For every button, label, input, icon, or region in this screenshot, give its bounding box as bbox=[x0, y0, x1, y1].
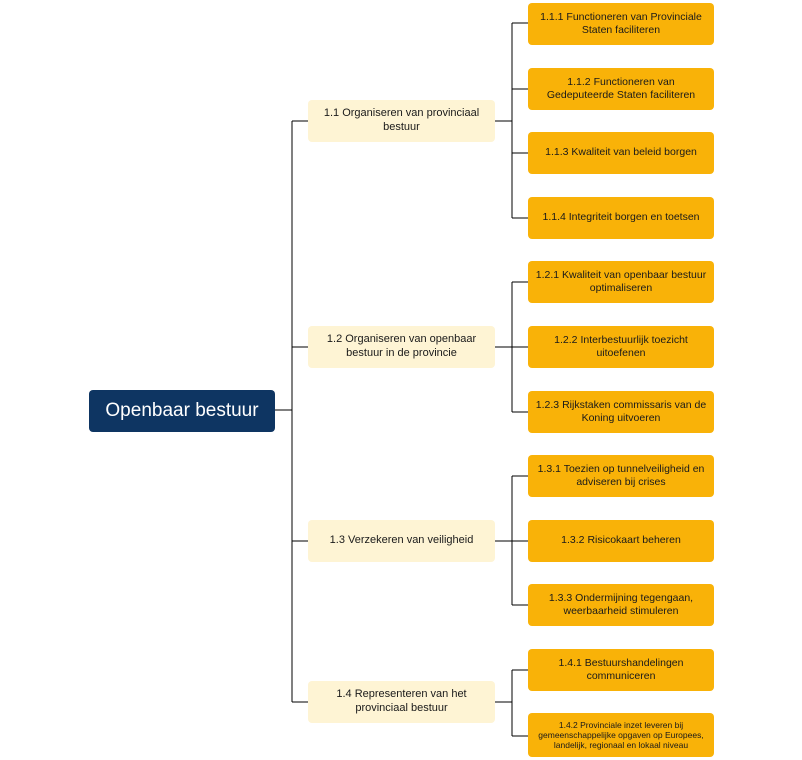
group-node-1-2: 1.2 Organiseren van openbaar bestuur in … bbox=[308, 326, 495, 368]
item-node-1-2-2: 1.2.2 Interbestuurlijk toezicht uitoefen… bbox=[528, 326, 714, 368]
item-label: 1.1.1 Functioneren van Provinciale State… bbox=[540, 10, 702, 36]
item-label: 1.4.1 Bestuurshandelingen communiceren bbox=[558, 656, 684, 682]
item-label: 1.1.2 Functioneren van Gedeputeerde Stat… bbox=[546, 75, 696, 101]
root-node-openbaar-bestuur: Openbaar bestuur bbox=[89, 390, 275, 432]
group-label: 1.1 Organiseren van provinciaal bestuur bbox=[323, 107, 480, 133]
item-node-1-1-2: 1.1.2 Functioneren van Gedeputeerde Stat… bbox=[528, 68, 714, 110]
item-node-1-4-1: 1.4.1 Bestuurshandelingen communiceren bbox=[528, 649, 714, 691]
item-node-1-4-2: 1.4.2 Provinciale inzet leveren bij geme… bbox=[528, 713, 714, 757]
item-node-1-3-1: 1.3.1 Toezien op tunnelveiligheid en adv… bbox=[528, 455, 714, 497]
item-node-1-3-2: 1.3.2 Risicokaart beheren bbox=[528, 520, 714, 562]
item-node-1-1-3: 1.1.3 Kwaliteit van beleid borgen bbox=[528, 132, 714, 174]
item-label: 1.2.3 Rijkstaken commissaris van de Koni… bbox=[535, 398, 707, 424]
item-label: 1.3.2 Risicokaart beheren bbox=[561, 534, 681, 547]
item-node-1-1-4: 1.1.4 Integriteit borgen en toetsen bbox=[528, 197, 714, 239]
item-label: 1.2.1 Kwaliteit van openbaar bestuur opt… bbox=[535, 268, 707, 294]
item-label: 1.1.4 Integriteit borgen en toetsen bbox=[542, 211, 700, 224]
group-label: 1.4 Representeren van het provinciaal be… bbox=[336, 688, 467, 714]
item-label: 1.3.1 Toezien op tunnelveiligheid en adv… bbox=[537, 462, 705, 488]
item-label: 1.2.2 Interbestuurlijk toezicht uitoefen… bbox=[554, 333, 688, 359]
group-node-1-1: 1.1 Organiseren van provinciaal bestuur bbox=[308, 100, 495, 142]
item-node-1-2-3: 1.2.3 Rijkstaken commissaris van de Koni… bbox=[528, 391, 714, 433]
item-node-1-3-3: 1.3.3 Ondermijning tegengaan, weerbaarhe… bbox=[528, 584, 714, 626]
item-label: 1.3.3 Ondermijning tegengaan, weerbaarhe… bbox=[548, 591, 694, 617]
root-label: Openbaar bestuur bbox=[105, 400, 259, 422]
item-node-1-1-1: 1.1.1 Functioneren van Provinciale State… bbox=[528, 3, 714, 45]
item-label: 1.1.3 Kwaliteit van beleid borgen bbox=[545, 146, 697, 159]
item-node-1-2-1: 1.2.1 Kwaliteit van openbaar bestuur opt… bbox=[528, 261, 714, 303]
group-label: 1.2 Organiseren van openbaar bestuur in … bbox=[326, 333, 477, 359]
item-label: 1.4.2 Provinciale inzet leveren bij geme… bbox=[538, 719, 704, 751]
group-label: 1.3 Verzekeren van veiligheid bbox=[329, 534, 474, 547]
group-node-1-4: 1.4 Representeren van het provinciaal be… bbox=[308, 681, 495, 723]
group-node-1-3: 1.3 Verzekeren van veiligheid bbox=[308, 520, 495, 562]
